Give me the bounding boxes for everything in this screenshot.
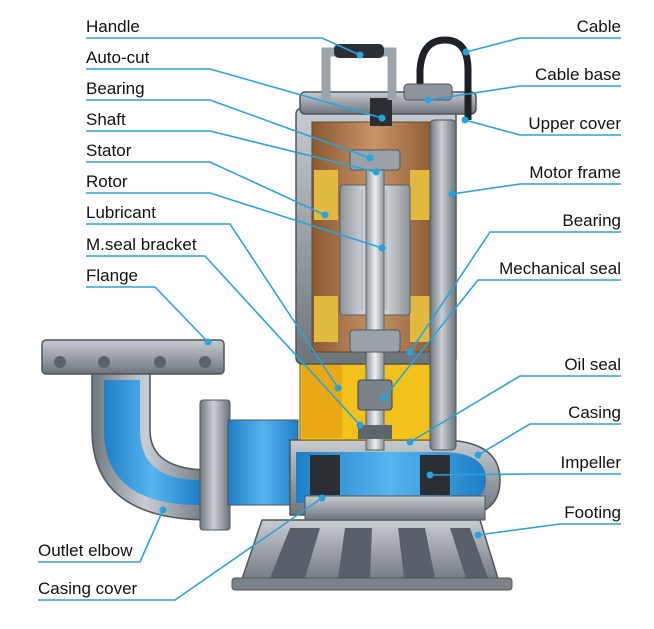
leader-mseal-bracket — [86, 255, 361, 426]
leader-motor-frame — [451, 183, 621, 195]
label-auto-cut: Auto-cut — [86, 48, 150, 67]
leader-oil-seal — [409, 375, 621, 443]
leader-casing — [477, 423, 621, 456]
leader-mechanical-seal — [383, 279, 621, 399]
labels-right: Cable Cable base Upper cover Motor frame… — [499, 17, 621, 522]
label-impeller: Impeller — [561, 453, 622, 472]
leader-upper-cover — [464, 119, 621, 136]
leader-lines — [38, 37, 621, 601]
label-oil-seal: Oil seal — [564, 355, 621, 374]
label-rotor: Rotor — [86, 172, 128, 191]
label-motor-frame: Motor frame — [529, 163, 621, 182]
leader-cable-base — [427, 85, 621, 101]
footing-part — [231, 519, 513, 591]
leader-impeller — [429, 473, 621, 476]
leader-shaft — [86, 130, 377, 173]
leader-bearing-lower — [409, 231, 621, 353]
labels-left: Handle Auto-cut Bearing Shaft Stator Rot… — [38, 17, 197, 598]
label-casing: Casing — [568, 403, 621, 422]
leader-auto-cut — [86, 68, 383, 119]
leader-dots — [159, 48, 482, 539]
label-upper-cover: Upper cover — [528, 114, 621, 133]
label-cable: Cable — [577, 17, 621, 36]
cable-part — [403, 36, 472, 120]
leader-casing-cover — [38, 497, 323, 601]
label-cable-base: Cable base — [535, 65, 621, 84]
label-lubricant: Lubricant — [86, 203, 156, 222]
label-handle: Handle — [86, 17, 140, 36]
leader-cable — [465, 37, 621, 53]
leader-bearing-upper — [86, 99, 371, 159]
leader-outlet-elbow — [38, 509, 164, 563]
label-stator: Stator — [86, 141, 132, 160]
motor-frame-part — [295, 107, 457, 451]
leader-lubricant — [86, 223, 339, 389]
leader-flange — [86, 286, 209, 343]
label-bearing-upper: Bearing — [86, 79, 145, 98]
label-shaft: Shaft — [86, 110, 126, 129]
pump-illustration — [41, 36, 513, 591]
label-outlet-elbow: Outlet elbow — [38, 541, 133, 560]
leader-handle — [86, 37, 361, 56]
leader-stator — [86, 161, 326, 216]
outlet-elbow-part — [41, 339, 299, 531]
leader-footing — [477, 523, 621, 536]
label-footing: Footing — [564, 503, 621, 522]
label-mechanical-seal: Mechanical seal — [499, 259, 621, 278]
cable-tube — [429, 119, 457, 451]
label-casing-cover: Casing cover — [38, 579, 138, 598]
label-flange: Flange — [86, 266, 138, 285]
label-mseal-bracket: M.seal bracket — [86, 235, 197, 254]
leader-rotor — [86, 192, 383, 249]
casing-part — [289, 439, 501, 521]
label-bearing-lower: Bearing — [562, 211, 621, 230]
